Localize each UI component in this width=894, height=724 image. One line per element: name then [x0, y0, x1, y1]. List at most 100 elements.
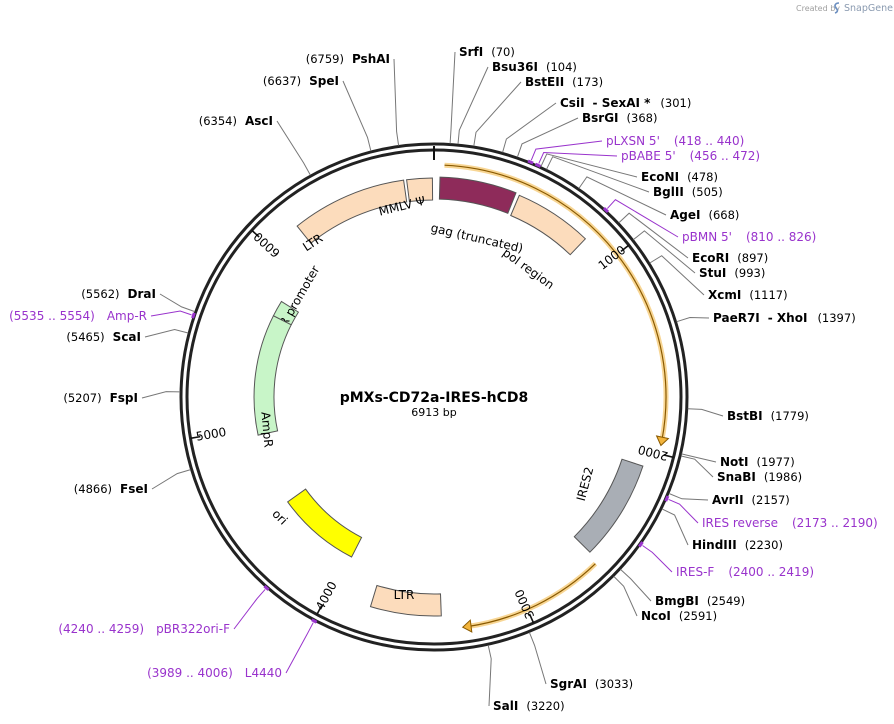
site-name: AscI	[245, 114, 273, 128]
site-position: (668)	[708, 208, 739, 222]
feature-label: ori	[269, 507, 290, 528]
feature-gag-2[interactable]: gag (truncated)	[429, 176, 524, 256]
primer-range: (2173 .. 2190)	[792, 516, 878, 530]
site-name: FseI	[120, 482, 148, 496]
site-bstbi[interactable]: BstBI(1779)	[687, 408, 809, 423]
site-name: NotI	[720, 455, 749, 469]
site-name: PshAI	[352, 52, 390, 66]
site-name: Bsu36I	[492, 60, 538, 74]
site-drai[interactable]: DraI(5562)	[81, 287, 195, 313]
site-bsu36i[interactable]: Bsu36I(104)	[457, 60, 577, 145]
feature-label: LTR	[394, 588, 415, 602]
site-sali[interactable]: SalI(3220)	[487, 645, 565, 713]
site-name: XcmI	[708, 288, 741, 302]
feature-ltr-0[interactable]: LTR	[296, 179, 408, 254]
site-bsrgi[interactable]: BsrGI(368)	[516, 111, 657, 158]
site-paer7i[interactable]: PaeR7I- XhoI(1397)	[676, 311, 856, 325]
site-position: (478)	[687, 170, 718, 184]
site-sgrai[interactable]: SgrAI (3033)	[528, 632, 633, 691]
primer-range: (3989 .. 4006)	[147, 666, 233, 680]
site-name: EcoNI	[641, 170, 679, 184]
site-srfi[interactable]: SrfI(70)	[449, 45, 515, 144]
site-position: (6637)	[263, 74, 301, 88]
site-ecori[interactable]: EcoRI (897)	[618, 212, 768, 265]
site-position: (6354)	[199, 114, 237, 128]
site-pshai[interactable]: PshAI (6759)	[306, 52, 400, 146]
site-agei[interactable]: AgeI (668)	[578, 176, 740, 222]
site-position: (1986)	[764, 470, 802, 484]
feature-ampr-5[interactable]: AmpR	[253, 315, 292, 448]
primer-range: (2400 .. 2419)	[728, 565, 814, 579]
primer-name: pLXSN 5'	[606, 134, 660, 148]
site-name: NcoI	[641, 609, 671, 623]
site-name: EcoRI	[692, 251, 729, 265]
site-bsteii[interactable]: BstEII(173)	[473, 75, 603, 147]
site-snabi[interactable]: SnaBI (1986)	[680, 455, 802, 484]
orf-layer	[444, 162, 670, 633]
site-scai[interactable]: ScaI(5465)	[66, 328, 189, 345]
site-position: (3033)	[595, 677, 633, 691]
tick-label: 5000	[195, 425, 227, 444]
primer-range: (5535 .. 5554)	[9, 309, 95, 323]
primer-name: pBR322ori-F	[156, 622, 230, 636]
primer-pbmn-5-[interactable]: pBMN 5'(810 .. 826)	[602, 199, 817, 244]
orf-arc-0[interactable]	[444, 162, 670, 447]
site-econi[interactable]: EcoNI (478)	[540, 153, 718, 184]
primer-name: L4440	[245, 666, 282, 680]
site-position: (2549)	[707, 594, 745, 608]
primer-l4440[interactable]: L4440 (3989 .. 4006)	[147, 618, 318, 680]
site-position: (2157)	[752, 493, 790, 507]
site-position: (301)	[660, 96, 691, 110]
site-spei[interactable]: SpeI(6637)	[263, 74, 372, 152]
site-name: AgeI	[670, 208, 700, 222]
site-position: (993)	[734, 266, 765, 280]
site-position: (2230)	[745, 538, 783, 552]
plasmid-length: 6913 bp	[411, 406, 456, 419]
site-name: SgrAI	[550, 677, 587, 691]
site-hindiii[interactable]: HindIII(2230)	[661, 508, 783, 552]
site-avrii[interactable]: AvrII(2157)	[668, 493, 790, 507]
orf-arc-1[interactable]	[461, 561, 598, 633]
primer-pbabe-5-[interactable]: pBABE 5'(456 .. 472)	[534, 149, 760, 168]
site-suffix: - XhoI	[768, 311, 808, 325]
site-position: (505)	[692, 185, 723, 199]
primer-name: pBABE 5'	[621, 149, 676, 163]
site-asci[interactable]: AscI (6354)	[199, 114, 311, 176]
site-position: (4866)	[74, 482, 112, 496]
site-position: (70)	[491, 45, 515, 59]
site-csii[interactable]: CsiI- SexAI *(301)	[502, 96, 692, 153]
backbone-outer-ring	[179, 142, 689, 652]
site-stui[interactable]: StuI(993)	[633, 230, 765, 280]
site-fspi[interactable]: FspI(5207)	[63, 391, 181, 405]
primer-layer: pLXSN 5'(418 .. 440)pBABE 5'(456 .. 472)…	[9, 134, 878, 680]
site-name: BglII	[653, 185, 684, 199]
feature-ires-8[interactable]: IRES2	[573, 458, 644, 553]
site-noti[interactable]: NotI(1977)	[681, 453, 795, 469]
primer-amp-r[interactable]: Amp-R(5535 .. 5554)	[9, 309, 196, 323]
site-fsei[interactable]: FseI (4866)	[74, 469, 191, 496]
site-bmgbi[interactable]: BmgBI(2549)	[620, 569, 746, 608]
snapgene-credit[interactable]: Created by SnapGene	[796, 2, 893, 14]
site-position: (5465)	[66, 330, 104, 344]
primer-ires-f[interactable]: IRES-F (2400 .. 2419)	[638, 541, 814, 579]
site-xcmi[interactable]: XcmI(1117)	[649, 255, 788, 302]
site-suffix: - SexAI *	[593, 96, 652, 110]
primer-pbr322ori-f[interactable]: pBR322ori-F(4240 .. 4259)	[58, 584, 270, 636]
site-name: SnaBI	[717, 470, 756, 484]
site-position: (2591)	[679, 609, 717, 623]
site-position: (5562)	[81, 287, 119, 301]
site-bglii[interactable]: BglII (505)	[546, 156, 723, 199]
credit-prefix: Created by	[796, 4, 840, 13]
primer-name: IRES-F	[676, 565, 714, 579]
site-position: (897)	[737, 251, 768, 265]
site-position: (1397)	[817, 311, 855, 325]
site-position: (173)	[572, 75, 603, 89]
site-ncoi[interactable]: NcoI (2591)	[613, 576, 717, 623]
site-position: (6759)	[306, 52, 344, 66]
feature-ltr-7[interactable]: LTR	[369, 584, 442, 617]
feature-ori-6[interactable]: ori	[269, 488, 363, 558]
primer-ires-reverse[interactable]: IRES reverse(2173 .. 2190)	[664, 495, 878, 530]
site-position: (1779)	[771, 409, 809, 423]
primer-plxsn-5-[interactable]: pLXSN 5'(418 .. 440)	[527, 134, 744, 165]
